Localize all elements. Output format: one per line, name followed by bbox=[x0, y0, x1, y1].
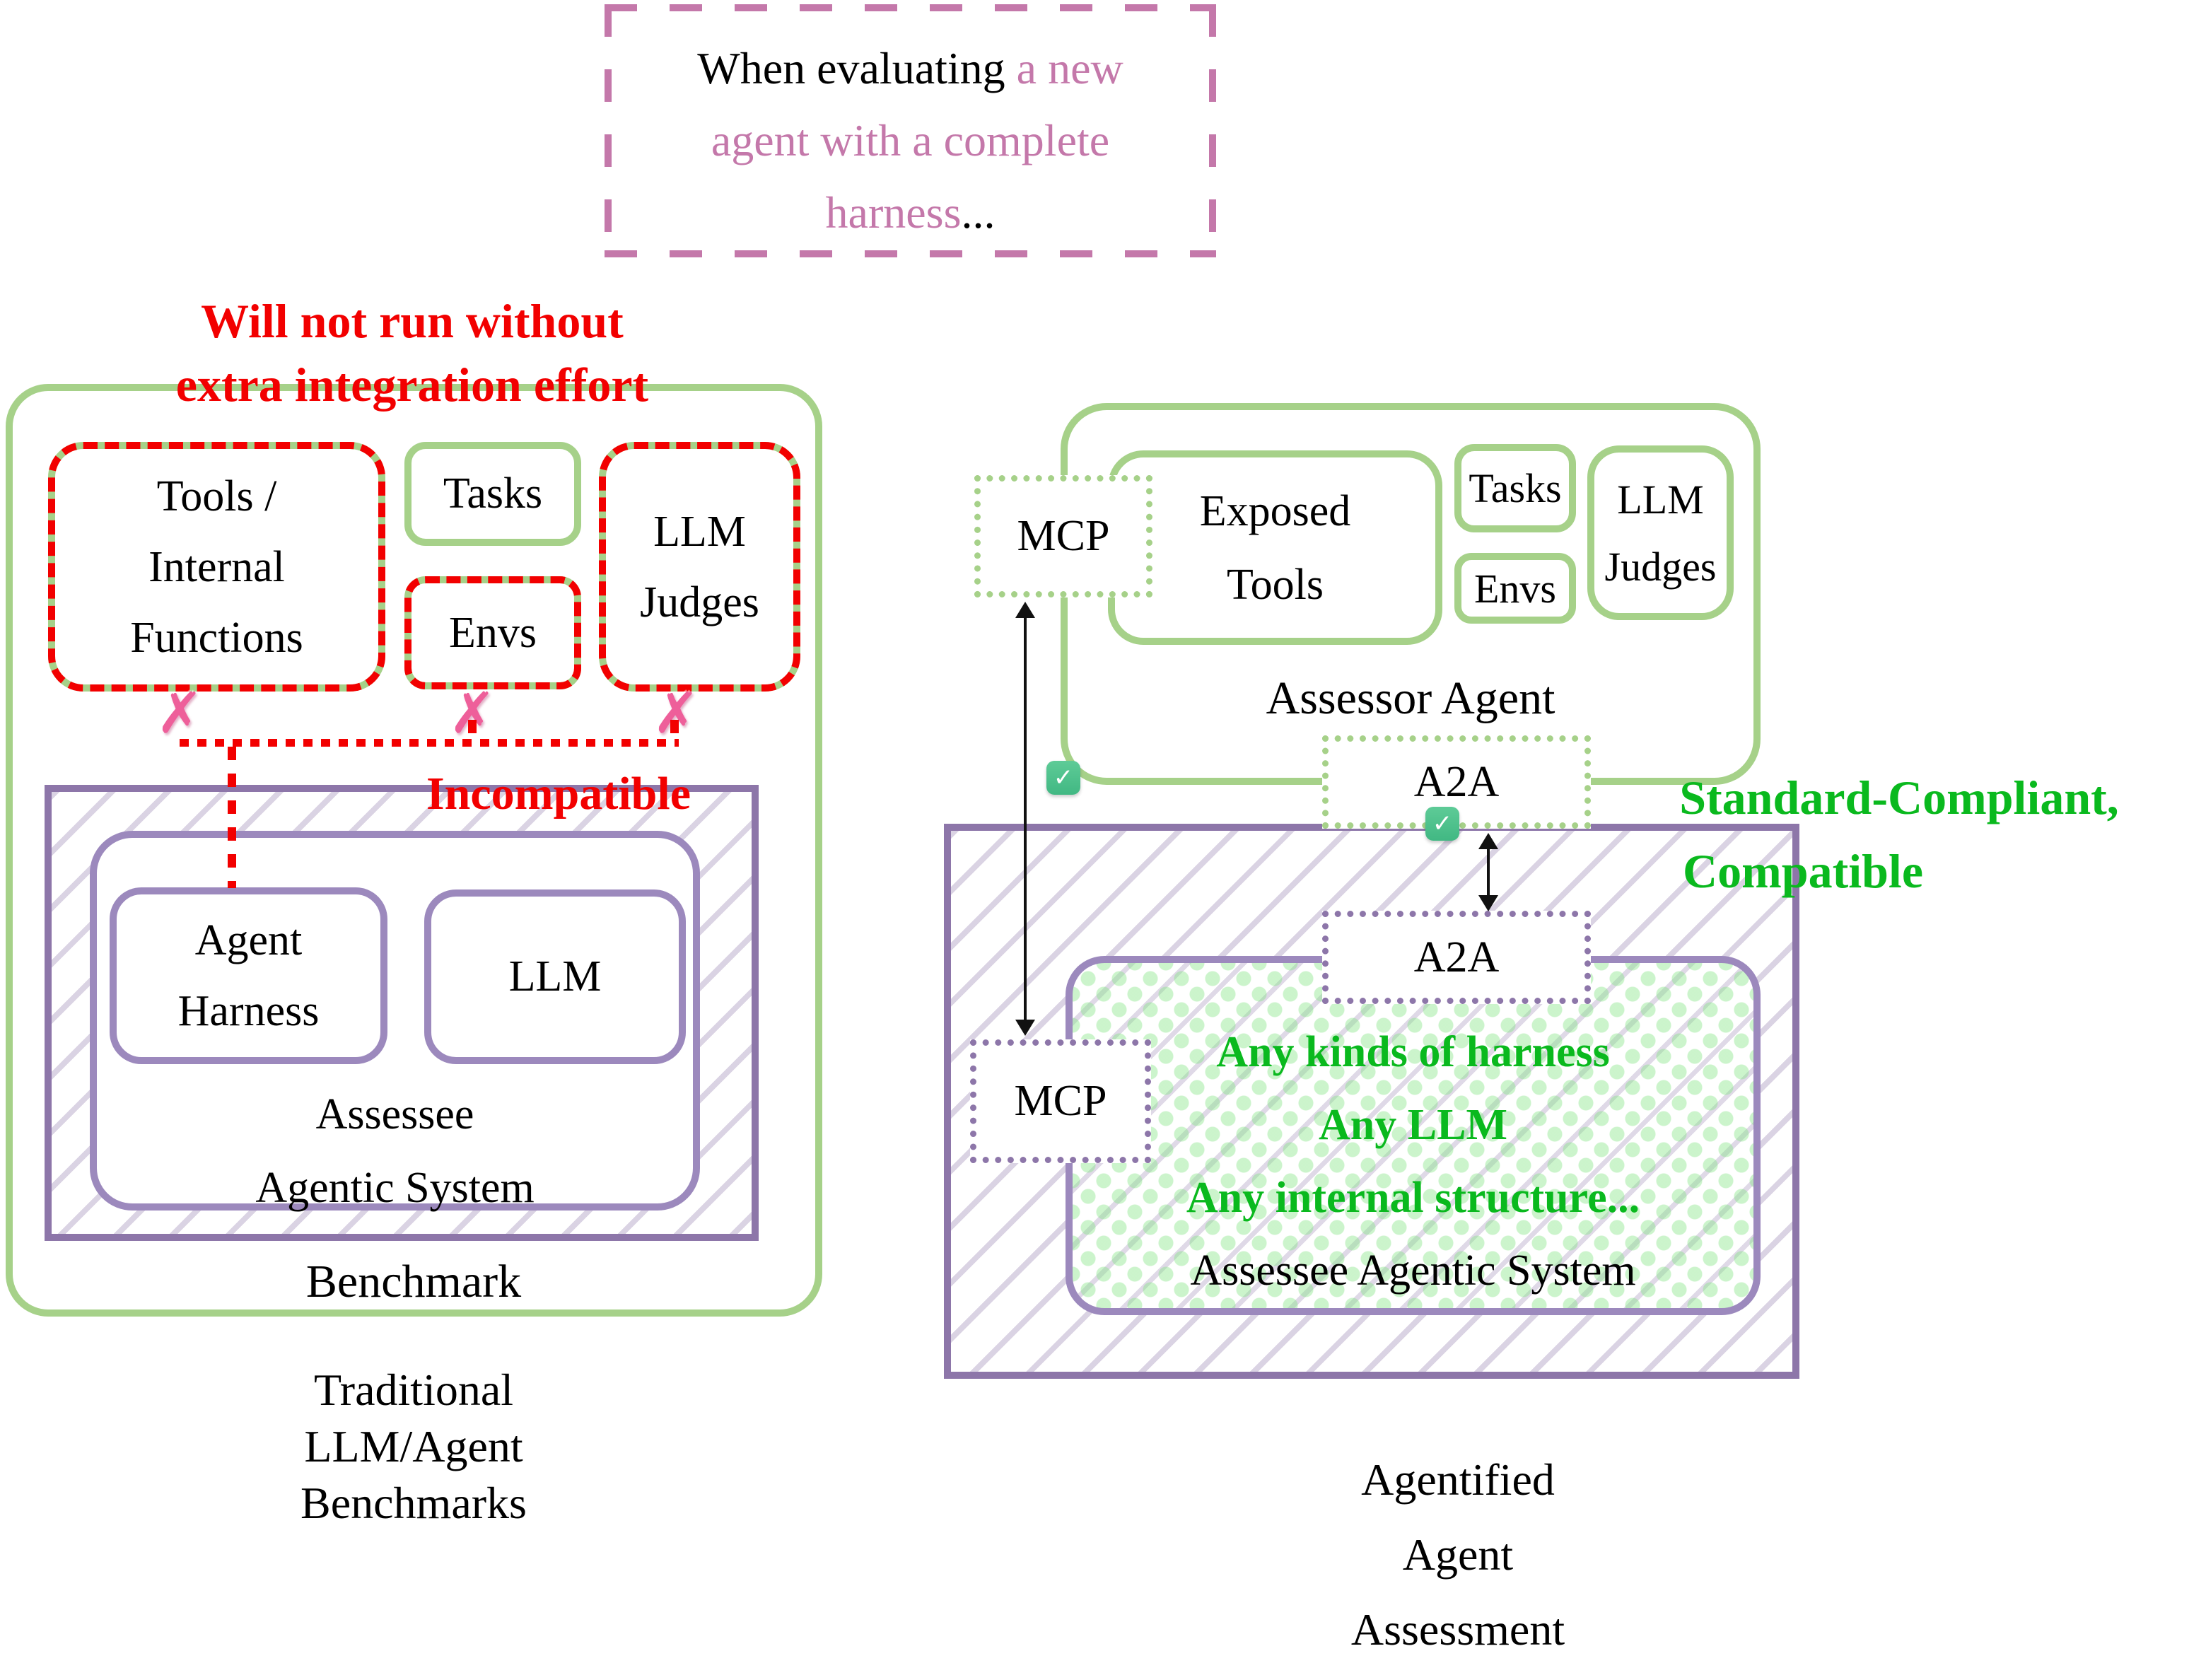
llm-judges-right-label-1: LLM bbox=[1617, 476, 1704, 523]
compatible-check-icon: ✓ bbox=[1425, 807, 1459, 841]
tasks-box: Tasks bbox=[404, 442, 581, 546]
tools-functions-label-2: Internal bbox=[148, 542, 285, 591]
caption-traditional-line-3: Benchmarks bbox=[300, 1478, 527, 1528]
caption-agentified-line-2: Agent bbox=[1402, 1529, 1514, 1580]
a2a-bottom-box: A2A bbox=[1322, 911, 1591, 1004]
tools-functions-label-3: Functions bbox=[130, 613, 303, 662]
assessor-agent-label: Assessor Agent bbox=[1266, 672, 1555, 724]
mcp-arrow-head-bottom bbox=[1015, 1020, 1035, 1036]
incompatible-x-icon: ✗ bbox=[156, 679, 204, 746]
incompatibility-connector-stub-right bbox=[670, 720, 679, 739]
note-text-black-1: When evaluating bbox=[697, 43, 1005, 93]
compatible-check-icon: ✓ bbox=[1046, 761, 1080, 795]
a2a-arrow-head-bottom bbox=[1478, 895, 1498, 911]
any-harness-label: Any kinds of harness bbox=[1216, 1028, 1610, 1076]
caption-agentified-line-1: Agentified bbox=[1361, 1454, 1555, 1505]
assessee-label-line-2: Agentic System bbox=[255, 1164, 535, 1212]
assessee-inner-notes: Any kinds of harness Any LLM Any interna… bbox=[1066, 1016, 1761, 1307]
agent-harness-label-1: Agent bbox=[194, 916, 303, 964]
llm-judges-box: LLM Judges bbox=[599, 442, 800, 692]
note-text-accent-2: harness bbox=[825, 187, 962, 238]
exposed-tools-box: Exposed Tools bbox=[1108, 450, 1442, 645]
llm-box: LLM bbox=[424, 889, 686, 1064]
mcp-top-box: MCP bbox=[974, 475, 1152, 597]
note-line-2: agent with a complete bbox=[711, 115, 1110, 165]
any-structure-label: Any internal structure... bbox=[1186, 1174, 1640, 1222]
mcp-bottom-box: MCP bbox=[970, 1039, 1151, 1163]
assessee-system-label: Assessee Agentic System bbox=[90, 1078, 700, 1225]
incompatibility-connector-horizontal bbox=[180, 739, 679, 747]
envs-box: Envs bbox=[404, 576, 581, 689]
any-llm-label: Any LLM bbox=[1319, 1101, 1507, 1149]
agent-harness-box: Agent Harness bbox=[110, 887, 387, 1064]
tools-functions-box: Tools / Internal Functions bbox=[48, 442, 385, 692]
envs-box-right: Envs bbox=[1454, 553, 1576, 624]
warning-label-line-1: Will not run without bbox=[201, 293, 624, 348]
llm-judges-box-right: LLM Judges bbox=[1587, 445, 1734, 620]
llm-judges-right-label-2: Judges bbox=[1604, 543, 1717, 590]
caption-agentified-line-3: Assessment bbox=[1350, 1604, 1565, 1655]
benchmark-label: Benchmark bbox=[305, 1256, 522, 1307]
caption-traditional-line-1: Traditional bbox=[313, 1365, 514, 1415]
mcp-arrow-head-top bbox=[1015, 602, 1035, 618]
warning-label-line-2: extra integration effort bbox=[175, 357, 649, 412]
note-line-3: harness... bbox=[605, 177, 1216, 249]
note-line-1: When evaluating a new bbox=[605, 33, 1216, 105]
a2a-arrow bbox=[1487, 847, 1490, 897]
evaluation-note-box: When evaluating a new agent with a compl… bbox=[605, 4, 1216, 257]
assessee-label-line-1: Assessee bbox=[315, 1090, 474, 1138]
compliant-label-line-1: Standard-Compliant, bbox=[1679, 770, 2119, 824]
llm-judges-label-2: Judges bbox=[640, 578, 759, 626]
incompatibility-connector-vertical bbox=[228, 747, 236, 888]
tasks-box-right: Tasks bbox=[1454, 444, 1576, 532]
exposed-tools-label-2: Tools bbox=[1227, 560, 1324, 609]
incompatible-label: Incompatible bbox=[426, 768, 691, 819]
note-text-black-2: ... bbox=[961, 187, 996, 238]
incompatibility-connector-stub-mid bbox=[468, 720, 477, 739]
note-text-accent-1: a new bbox=[1016, 43, 1123, 93]
llm-judges-label-1: LLM bbox=[653, 507, 746, 556]
mcp-arrow bbox=[1024, 616, 1027, 1024]
exposed-tools-label-1: Exposed bbox=[1199, 486, 1351, 535]
caption-traditional-line-2: LLM/Agent bbox=[304, 1421, 523, 1471]
compliant-label-line-2: Compatible bbox=[1683, 844, 1923, 898]
assessee-agentic-label: Assessee Agentic System bbox=[1190, 1247, 1636, 1295]
tools-functions-label-1: Tools / bbox=[156, 472, 277, 520]
agent-harness-label-2: Harness bbox=[177, 987, 320, 1035]
a2a-arrow-head-top bbox=[1478, 833, 1498, 849]
